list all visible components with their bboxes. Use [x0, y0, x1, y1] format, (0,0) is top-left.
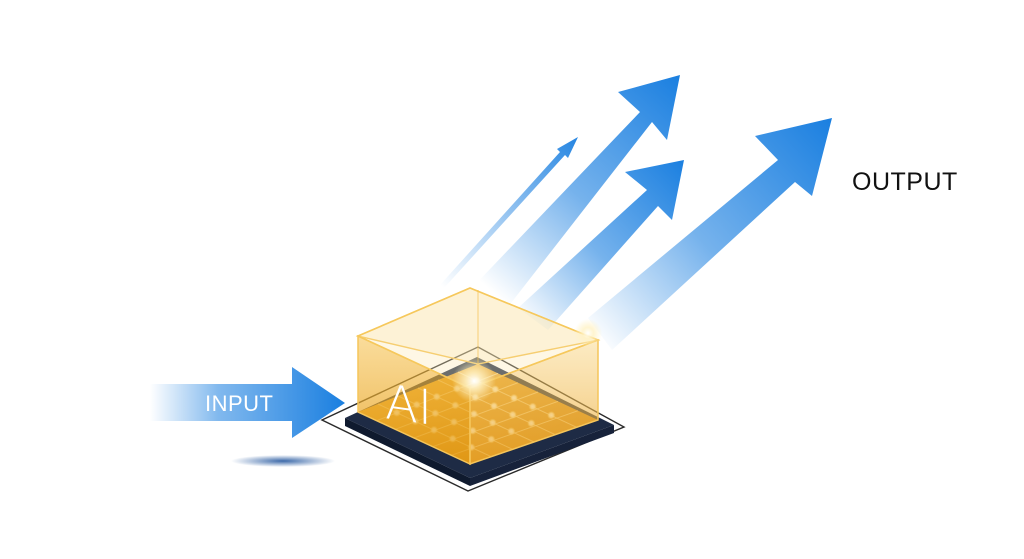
- output-arrow-3: [588, 118, 832, 350]
- chip-glow: [452, 359, 496, 403]
- input-label: INPUT: [205, 391, 274, 416]
- input-arrow: INPUT: [150, 367, 345, 438]
- ai-chip-icon: AI: [320, 287, 626, 492]
- output-arrow-thin: [440, 137, 578, 288]
- output-label: OUTPUT: [852, 168, 958, 196]
- input-arrow-shadow: [231, 455, 335, 467]
- output-arrows: [440, 75, 832, 350]
- output-arrow-1: [470, 75, 680, 312]
- chip-label: AI: [385, 374, 432, 436]
- arrow-right-icon: [150, 367, 345, 438]
- output-arrow-2: [518, 160, 684, 330]
- chip-corner-glow: [574, 319, 602, 347]
